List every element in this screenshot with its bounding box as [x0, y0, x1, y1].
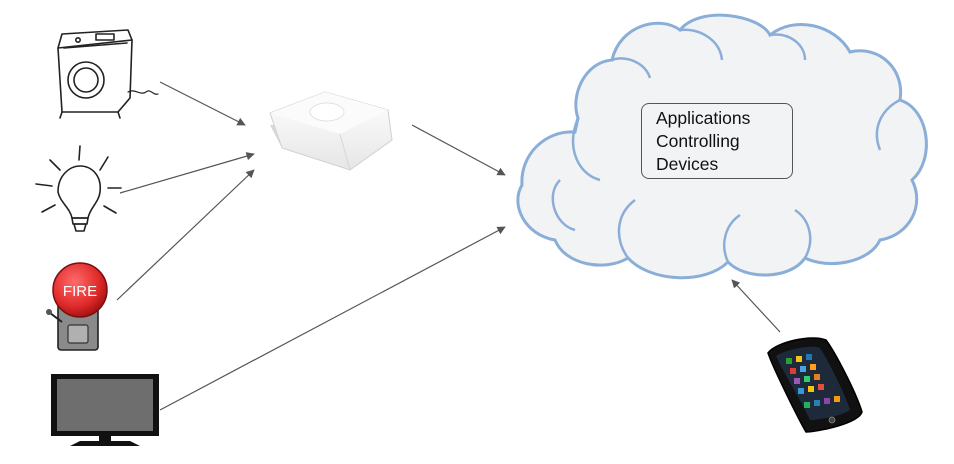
arrow-phone-to-cloud [731, 279, 781, 333]
cloud-label-line-3: Devices [656, 154, 719, 174]
arrow-washer-to-hub [159, 81, 246, 126]
fire-alarm-label: FIRE [63, 283, 97, 300]
washing-machine-icon [57, 29, 159, 119]
cloud-label-line-1: Applications [656, 108, 751, 128]
smart-hub-icon [269, 91, 393, 171]
television-icon [51, 374, 159, 446]
smartphone-icon [767, 337, 863, 433]
cloud-label-line-2: Controlling [656, 131, 740, 151]
fire-alarm-icon: FIRE [46, 262, 108, 351]
arrow-bulb-to-hub [119, 152, 255, 194]
light-bulb-icon [35, 145, 122, 232]
arrow-hub-to-cloud [411, 124, 506, 176]
arrow-alarm-to-hub [116, 169, 255, 301]
arrow-tv-to-cloud [159, 226, 506, 411]
cloud-label-box: Applications Controlling Devices [641, 103, 793, 179]
app-icons [786, 354, 840, 408]
cloud [516, 13, 928, 280]
